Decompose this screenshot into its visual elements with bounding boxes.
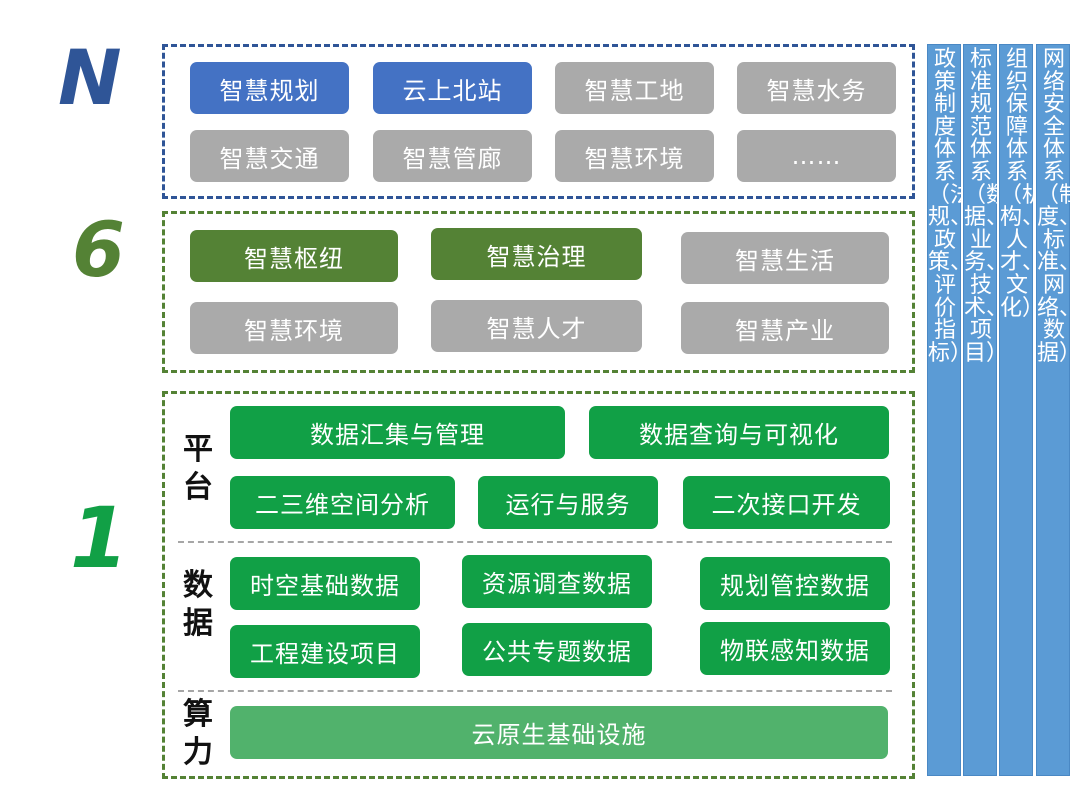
platform-data-query-visualization: 数据查询与可视化	[589, 406, 889, 459]
six-item-smart-life: 智慧生活	[681, 232, 889, 284]
platform-data-collection: 数据汇集与管理	[230, 406, 565, 459]
n-item-smart-corridor: 智慧管廊	[373, 130, 532, 182]
system-column-network-security-text: 网络安全体系（制度、标准、网络、数据）	[1037, 47, 1080, 366]
six-item-smart-environment: 智慧环境	[190, 302, 398, 354]
layer-label-n: N	[58, 33, 122, 122]
n-item-smart-planning: 智慧规划	[190, 62, 349, 114]
data-engineering-projects: 工程建设项目	[230, 625, 420, 678]
data-planning-control: 规划管控数据	[700, 557, 890, 610]
n-layer-frame	[162, 44, 915, 199]
system-column-standards-text: 标准规范体系（数据、业务、技术、项目）	[964, 47, 1009, 366]
data-section-title: 数据	[183, 568, 213, 641]
n-item-smart-site: 智慧工地	[555, 62, 714, 114]
system-column-policy-text: 政策制度体系（法规、政策、评价指标）	[928, 47, 973, 366]
data-public-topics: 公共专题数据	[462, 623, 652, 676]
six-item-smart-hub: 智慧枢纽	[190, 230, 398, 282]
n-item-smart-water: 智慧水务	[737, 62, 896, 114]
n-item-smart-traffic: 智慧交通	[190, 130, 349, 182]
data-resource-survey: 资源调查数据	[462, 555, 652, 608]
n-item-smart-environment: 智慧环境	[555, 130, 714, 182]
six-layer-frame	[162, 211, 915, 373]
layer-label-6: 6	[72, 205, 125, 294]
compute-section-title: 算力	[183, 697, 213, 770]
platform-section-title: 平台	[183, 432, 213, 505]
platform-data-divider	[178, 541, 892, 543]
data-compute-divider	[178, 690, 892, 692]
compute-cloud-native-infrastructure: 云原生基础设施	[230, 706, 888, 759]
platform-spatial-analysis: 二三维空间分析	[230, 476, 455, 529]
system-column-organization: 组织保障体系（机构、人才、文化）	[999, 44, 1045, 776]
system-column-policy: 政策制度体系（法规、政策、评价指标）	[927, 44, 973, 776]
n-item-cloud-north-station: 云上北站	[373, 62, 532, 114]
one-layer-frame	[162, 391, 915, 779]
data-spatiotemporal-base: 时空基础数据	[230, 557, 420, 610]
platform-secondary-interface: 二次接口开发	[683, 476, 890, 529]
six-item-smart-industry: 智慧产业	[681, 302, 889, 354]
data-iot-sensing: 物联感知数据	[700, 622, 890, 675]
layer-label-1: 1	[70, 489, 129, 587]
system-column-network-security: 网络安全体系（制度、标准、网络、数据）	[1036, 44, 1080, 776]
six-item-smart-talent: 智慧人才	[431, 300, 642, 352]
system-column-standards: 标准规范体系（数据、业务、技术、项目）	[963, 44, 1009, 776]
n-item-more: ……	[737, 130, 896, 182]
six-item-smart-governance: 智慧治理	[431, 228, 642, 280]
system-column-organization-text: 组织保障体系（机构、人才、文化）	[1000, 47, 1045, 321]
platform-operation-service: 运行与服务	[478, 476, 658, 529]
